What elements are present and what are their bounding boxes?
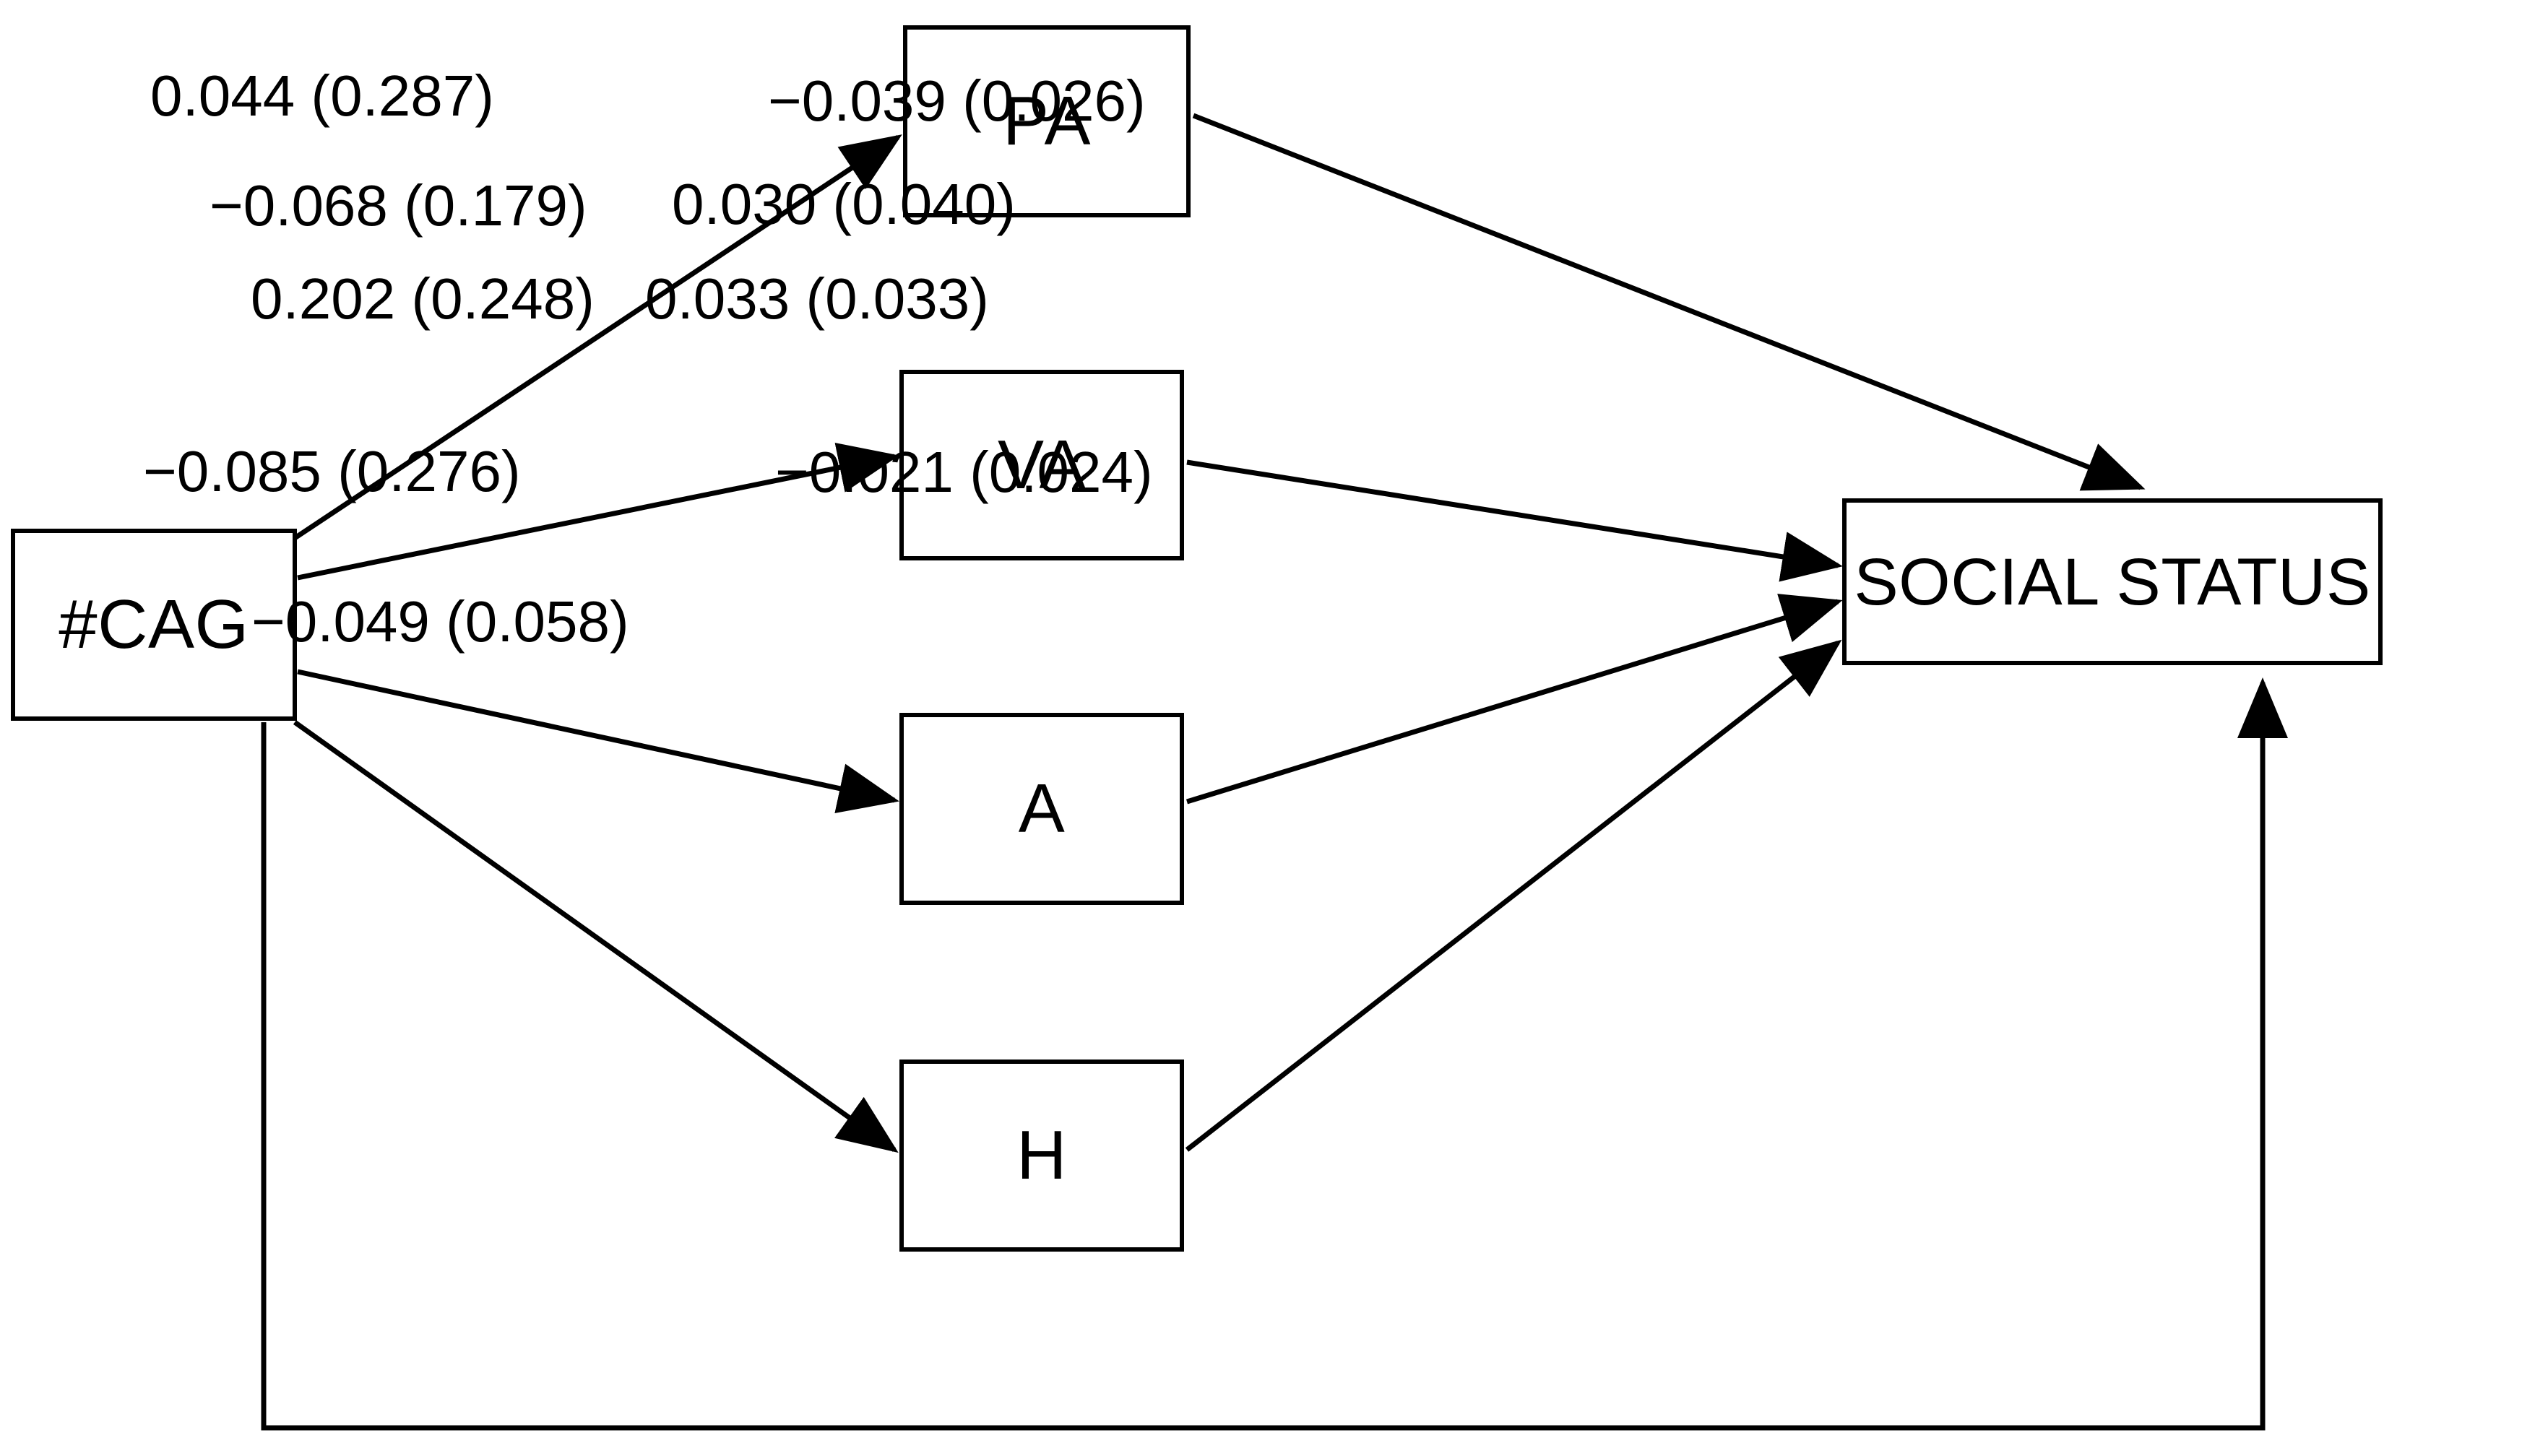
edge-cag-to-a	[297, 669, 899, 813]
edge-cag-to-pa	[293, 134, 902, 540]
node-pa[interactable]: PA	[903, 25, 1191, 217]
edge-label-pa-social-status: −0.039 (0.026)	[768, 69, 1146, 133]
node-pa-label: PA	[1003, 82, 1091, 160]
node-h[interactable]: H	[899, 1060, 1184, 1252]
edge-h-to-social-status	[1185, 639, 1842, 1152]
edge-label-cag-va: −0.068 (0.179)	[210, 173, 587, 238]
edge-a-to-social-status	[1186, 594, 1843, 805]
node-h-label: H	[1016, 1117, 1067, 1194]
edge-va-to-social-status	[1186, 459, 1843, 582]
edge-label-cag-h: −0.085 (0.276)	[143, 439, 521, 503]
node-a[interactable]: A	[899, 713, 1184, 905]
node-social-status-label: SOCIAL STATUS	[1854, 545, 2371, 619]
node-va[interactable]: VA	[899, 370, 1184, 560]
edge-label-cag-pa: 0.044 (0.287)	[150, 64, 494, 128]
edge-label-a-social-status: 0.033 (0.033)	[645, 266, 989, 331]
node-social-status[interactable]: SOCIAL STATUS	[1842, 498, 2383, 665]
node-cag-label: #CAG	[59, 586, 249, 663]
edge-label-cag-a: 0.202 (0.248)	[251, 266, 595, 331]
node-va-label: VA	[998, 426, 1086, 503]
edge-label-cag-social-status-direct: −0.049 (0.058)	[251, 589, 629, 654]
edge-cag-to-social-status-direct	[261, 677, 2288, 1431]
node-a-label: A	[1018, 770, 1066, 847]
node-cag[interactable]: #CAG	[11, 529, 297, 721]
edge-cag-to-h	[293, 720, 899, 1153]
edge-pa-to-social-status	[1192, 113, 2146, 491]
edge-cag-to-va	[297, 443, 899, 581]
edge-label-va-social-status: 0.030 (0.040)	[672, 172, 1016, 236]
edge-label-h-social-status: −0.021 (0.024)	[775, 440, 1153, 504]
